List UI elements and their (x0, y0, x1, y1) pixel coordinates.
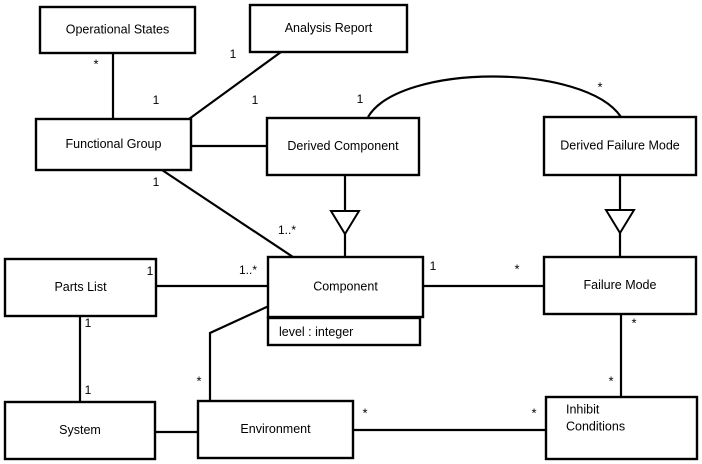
class-box-environment[interactable]: Environment (196, 399, 355, 460)
class-box-frame-parts-list[interactable] (3, 257, 158, 318)
class-box-functional-group[interactable]: Functional Group (34, 117, 193, 172)
class-box-frame-inhibit-conditions[interactable] (544, 395, 699, 461)
classes-layer: Operational States Analysis ReportFunctio… (3, 3, 699, 461)
multiplicity-label-m-system-partslist-one: 1 (85, 383, 92, 397)
class-name-functional-group: Functional Group (66, 137, 162, 151)
class-name-derived-component: Derived Component (287, 139, 399, 153)
class-name-environment: Environment (240, 422, 311, 436)
multiplicity-label-m-inhibit-fm-star: * (608, 373, 613, 388)
class-box-parts-list[interactable]: Parts List (3, 257, 158, 318)
class-name-inhibit-conditions: Inhibit (566, 402, 600, 416)
class-name-operational-states: Operational States (66, 22, 170, 36)
association-component--environment (208, 304, 272, 401)
class-name-failure-mode: Failure Mode (584, 278, 657, 292)
multiplicities-layer: * 1 1 1 1 * 1 1..* 1 1..* 1 * 1 1 * * * * * (85, 47, 637, 420)
multiplicity-label-m-partslist-component-one: 1 (147, 264, 154, 278)
class-box-frame-component[interactable] (266, 255, 425, 319)
associations-layer (78, 51, 623, 434)
multiplicity-label-m-environment-component-star: * (196, 373, 201, 388)
multiplicity-label-m-analysis-fg-one: 1 (230, 47, 237, 61)
class-box-frame-functional-group[interactable] (34, 117, 193, 172)
class-box-component[interactable]: Component level : integer (266, 255, 425, 347)
attribute-text-component: level : integer (279, 325, 353, 339)
multiplicity-label-m-fm-inhibit-star: * (631, 315, 636, 330)
multiplicity-label-m-opstates-fg-star: * (93, 56, 98, 71)
multiplicity-label-m-partslist-system-one: 1 (85, 316, 92, 330)
multiplicity-label-m-dfm-derivedcomp-star: * (597, 79, 602, 94)
class-box-frame-operational-states[interactable] (38, 5, 197, 55)
association-derived-component--derived-failure-mode (367, 75, 622, 118)
generalization-arrow-derived-component--component (329, 210, 361, 236)
class-name-parts-list: Parts List (54, 280, 107, 294)
class-box-failure-mode[interactable]: Failure Mode (542, 255, 698, 316)
multiplicity-label-m-fg-derivedcomp-one: 1 (252, 93, 259, 107)
class-name-inhibit-conditions: Conditions (566, 419, 625, 433)
class-box-operational-states[interactable]: Operational States (38, 5, 197, 55)
class-box-system[interactable]: System (3, 400, 157, 461)
multiplicity-label-m-fg-component-one: 1 (153, 175, 160, 189)
multiplicity-label-m-environment-inhibit-star: * (362, 405, 367, 420)
multiplicity-label-m-component-fm-one: 1 (430, 259, 437, 273)
multiplicity-label-m-component-fg-onestar: 1..* (278, 223, 296, 237)
class-name-component: Component (313, 279, 378, 293)
attribute-compartment-component[interactable] (266, 316, 422, 347)
multiplicity-label-m-inhibit-environment-star: * (531, 405, 536, 420)
class-box-frame-failure-mode[interactable] (542, 255, 698, 316)
association-analysis-report--functional-group (188, 51, 282, 120)
class-box-frame-environment[interactable] (196, 399, 355, 460)
class-name-derived-failure-mode: Derived Failure Mode (560, 138, 680, 152)
class-box-frame-analysis-report[interactable] (248, 3, 409, 54)
class-name-analysis-report: Analysis Report (285, 21, 373, 35)
class-box-frame-derived-failure-mode[interactable] (542, 115, 698, 177)
multiplicity-label-m-fg-analysis-one: 1 (153, 93, 160, 107)
class-box-frame-system[interactable] (3, 400, 157, 461)
class-name-system: System (59, 423, 101, 437)
multiplicity-label-m-component-partslist-onestar: 1..* (239, 263, 257, 277)
class-box-frame-derived-component[interactable] (265, 116, 421, 177)
association-functional-group--component (161, 169, 294, 258)
multiplicity-label-m-derivedcomp-dfm-one: 1 (357, 92, 364, 106)
class-box-derived-failure-mode[interactable]: Derived Failure Mode (542, 115, 698, 177)
generalizations-layer (329, 175, 636, 257)
multiplicity-label-m-fm-component-star: * (514, 261, 519, 276)
class-box-derived-component[interactable]: Derived Component (265, 116, 421, 177)
generalization-arrow-derived-failure-mode--failure-mode (604, 209, 636, 235)
class-box-analysis-report[interactable]: Analysis Report (248, 3, 409, 54)
